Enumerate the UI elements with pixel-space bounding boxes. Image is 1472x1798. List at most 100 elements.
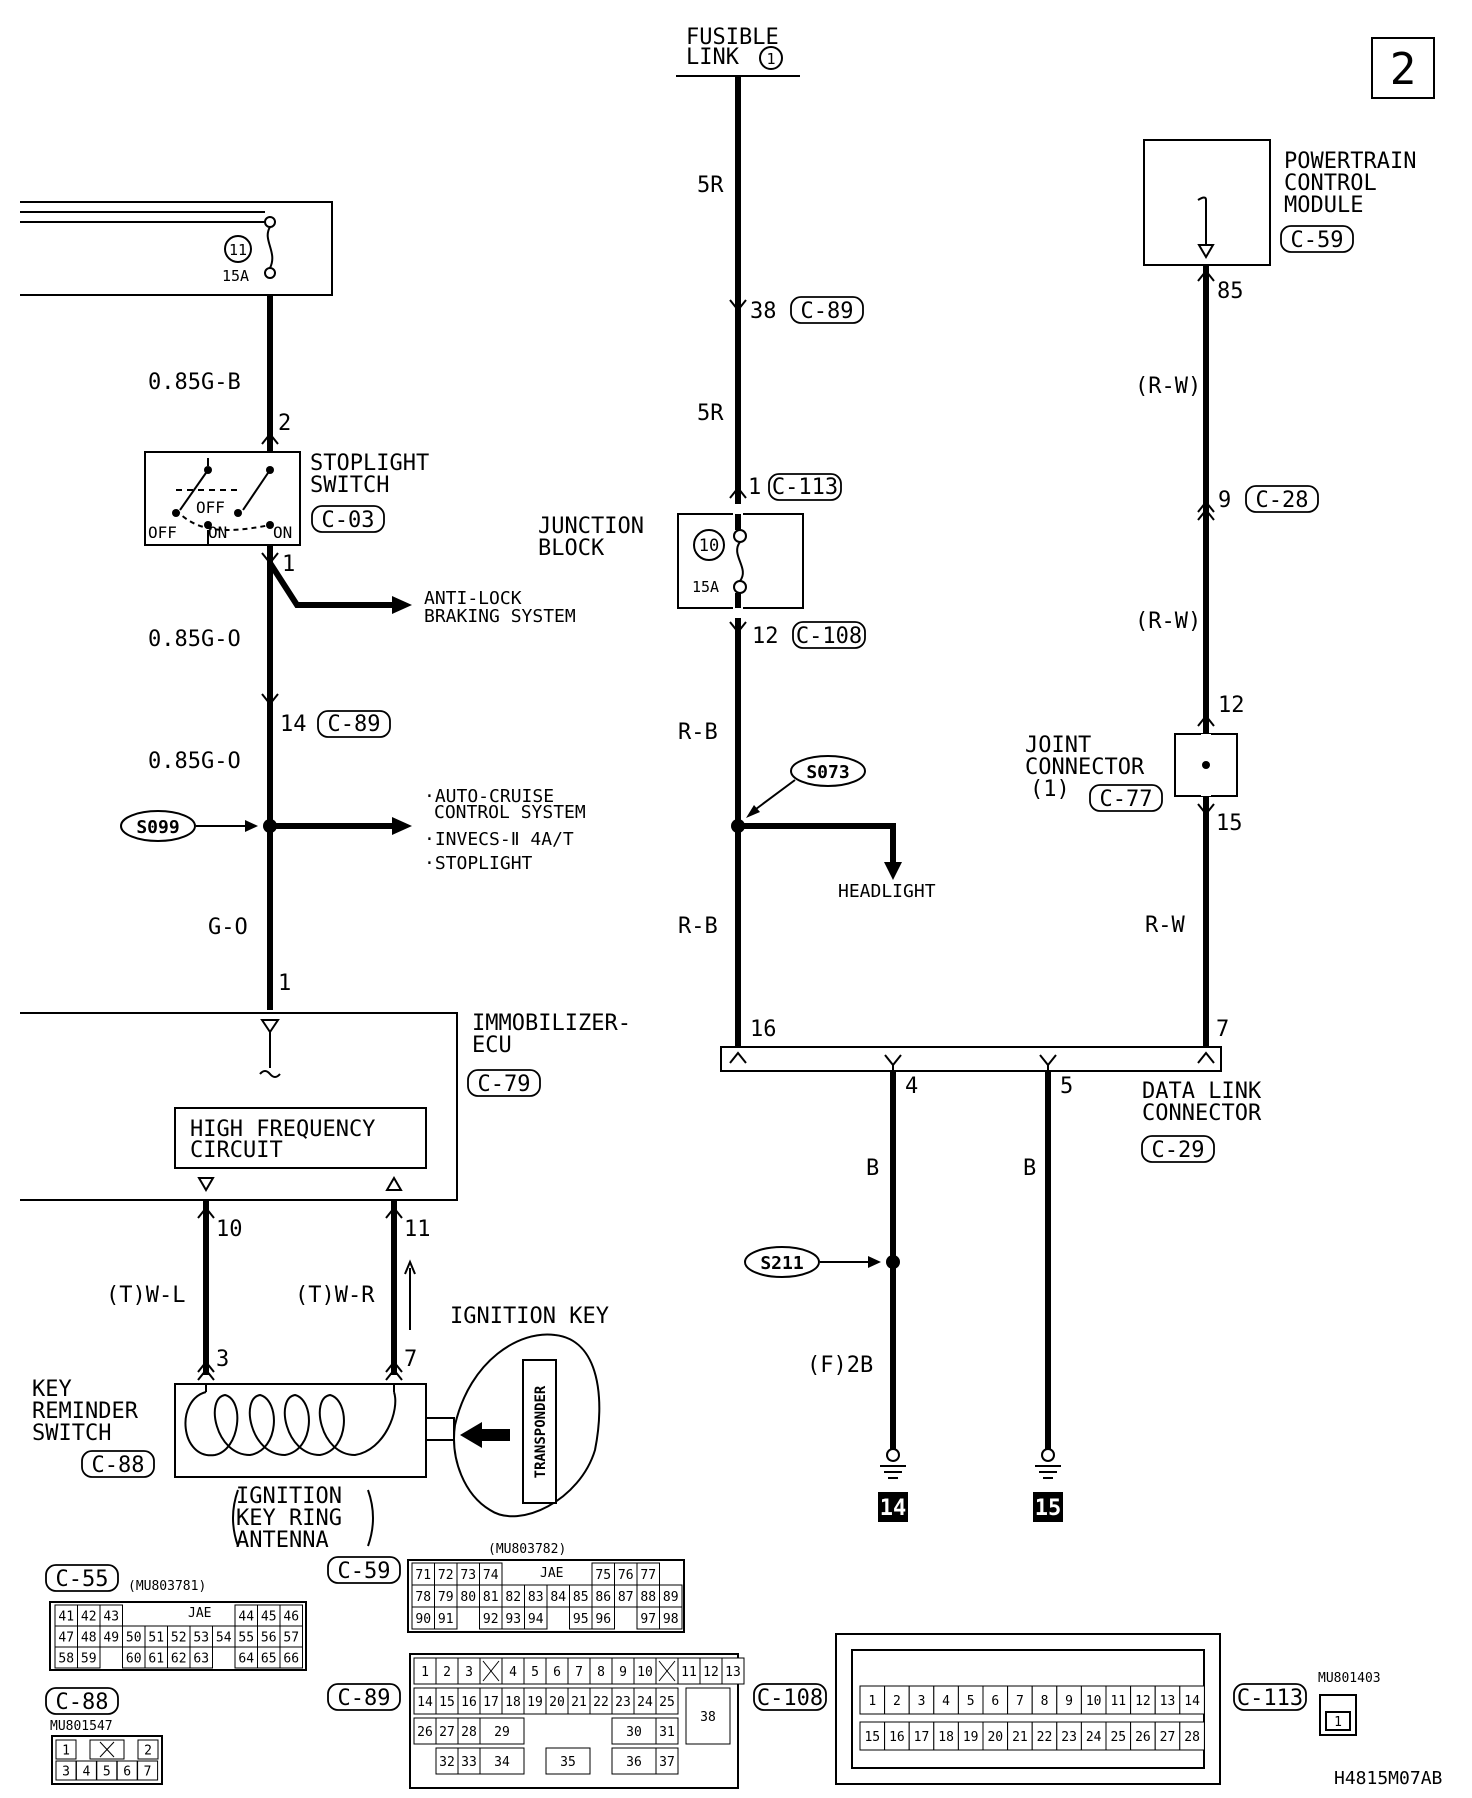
ground-15: 15 [1033,1448,1063,1522]
pin-cell [859,1685,886,1715]
immobilizer-pin-10: 10 [216,1217,243,1242]
pin-number: 56 [261,1631,277,1646]
pin-number: 15 [864,1730,880,1745]
pin-number: 33 [461,1755,477,1770]
pin-number: 23 [1061,1730,1077,1745]
stoplight-switch: STOPLIGHT SWITCH C-03 OFF OFF ON ON [144,451,429,546]
c108-pin-12: 12 [752,624,779,649]
c59-label: C-59 [338,1559,391,1584]
data-link-connector: 16 7 4 5 DATA LINK CONNECTOR C-29 [720,1017,1262,1163]
immobilizer-label-2: ECU [472,1033,512,1058]
pin-number: 90 [415,1612,431,1627]
ignition-key: IGNITION KEY TRANSPONDER [450,1304,609,1518]
pin-number: 84 [550,1590,566,1605]
pin-number: 6 [991,1694,999,1709]
splice-s099: S099 [120,810,258,842]
pin-number: 10 [637,1665,653,1680]
pin-number: 37 [659,1755,675,1770]
cruise-line-4: ·STOPLIGHT [424,853,533,874]
dlc-pin-7: 7 [1216,1017,1229,1042]
pin-number: 20 [549,1695,565,1710]
key-reminder-switch: KEY REMINDER SWITCH C-88 [32,1377,455,1478]
pin-number: 25 [1110,1730,1126,1745]
pin-cell [1130,1685,1156,1715]
pin-number: 97 [640,1612,656,1627]
key-reminder-connector-ref: C-88 [92,1453,145,1478]
pin-number: 2 [144,1744,152,1759]
pin-number: 3 [62,1765,70,1780]
c59-jae: JAE [540,1566,563,1581]
stoplight-off-1: OFF [148,523,177,542]
pin-cell [908,1721,935,1751]
pin-number: 24 [1086,1730,1102,1745]
junction-block-label-2: BLOCK [538,536,605,561]
key-reminder-label-3: SWITCH [32,1421,111,1446]
pin-number: 32 [439,1755,455,1770]
junction-block-label-1: JUNCTION [538,514,644,539]
immobilizer-ecu: IMMOBILIZER- ECU C-79 HIGH FREQUENCY CIR… [20,1011,631,1201]
fusible-link-number: 1 [766,50,775,68]
c88-part: MU801547 [50,1719,113,1734]
key-reminder-label-2: REMINDER [32,1399,139,1424]
pin-number: 9 [619,1665,627,1680]
cruise-line-3: ·INVECS-Ⅱ 4A/T [424,829,574,850]
pin-cell [1056,1721,1082,1751]
junction-fuse-rating: 15A [692,578,719,596]
pin-number: 4 [82,1765,90,1780]
pin-cell [1105,1685,1132,1715]
pin-number: 8 [597,1665,605,1680]
pin-cell [655,1717,679,1745]
wire-rw-1: (R-W) [1135,374,1201,399]
pin-number: 74 [483,1568,499,1583]
pcm-connector-ref: C-59 [1291,228,1344,253]
pin-number: 47 [58,1631,74,1646]
ground-15-label: 15 [1035,1496,1062,1521]
pin-number: 7 [575,1665,583,1680]
joint-connector-label-3: (1) [1030,777,1070,802]
pin-number: 16 [889,1730,905,1745]
joint-connector-pin-15: 15 [1216,811,1243,836]
pin-number: 42 [81,1610,97,1625]
pin-number: 76 [618,1568,634,1583]
pin-number: 3 [465,1665,473,1680]
key-reminder-pin-7: 7 [404,1347,417,1372]
pin-cell [685,1687,731,1745]
cruise-line-1: ·AUTO-CRUISE [424,786,554,807]
immobilizer-pin-1: 1 [278,971,291,996]
pin-number: 1 [421,1665,429,1680]
junction-block: JUNCTION BLOCK 10 15A [538,504,804,618]
c55-part: (MU803781) [128,1579,206,1594]
wire-rb-top: R-B [678,720,718,745]
pin-number: 21 [571,1695,587,1710]
c28-pin-9: 9 [1218,488,1231,513]
stoplight-switch-label-1: STOPLIGHT [310,451,429,476]
stoplight-off-2: OFF [196,498,225,517]
stoplight-on-1: ON [208,523,227,542]
pin-cell [479,1717,525,1745]
pin-number: 60 [126,1652,142,1667]
pin-number: 52 [171,1631,187,1646]
left-fuse-number: 11 [229,241,247,259]
pin-cell [1179,1685,1205,1715]
pin-cell [279,1646,303,1669]
pin-number: 64 [238,1652,254,1667]
pin-number: 19 [963,1730,979,1745]
antenna-label-3: ANTENNA [236,1528,329,1553]
c55-jae: JAE [188,1606,211,1621]
pin-cell [884,1721,910,1751]
pin-number: 13 [725,1665,741,1680]
pin-cell [77,1646,101,1669]
joint-connector-ref: C-77 [1100,787,1153,812]
pin-number: 17 [914,1730,930,1745]
pcm-label-2: CONTROL [1284,171,1377,196]
key-reminder-pin-3: 3 [216,1347,229,1372]
pin-number: 27 [1160,1730,1176,1745]
pin-number: 62 [171,1652,187,1667]
pin-number: 27 [439,1725,455,1740]
pin-cell [189,1646,213,1669]
pin-cell [721,1657,745,1685]
pin-number: 1 [868,1694,876,1709]
